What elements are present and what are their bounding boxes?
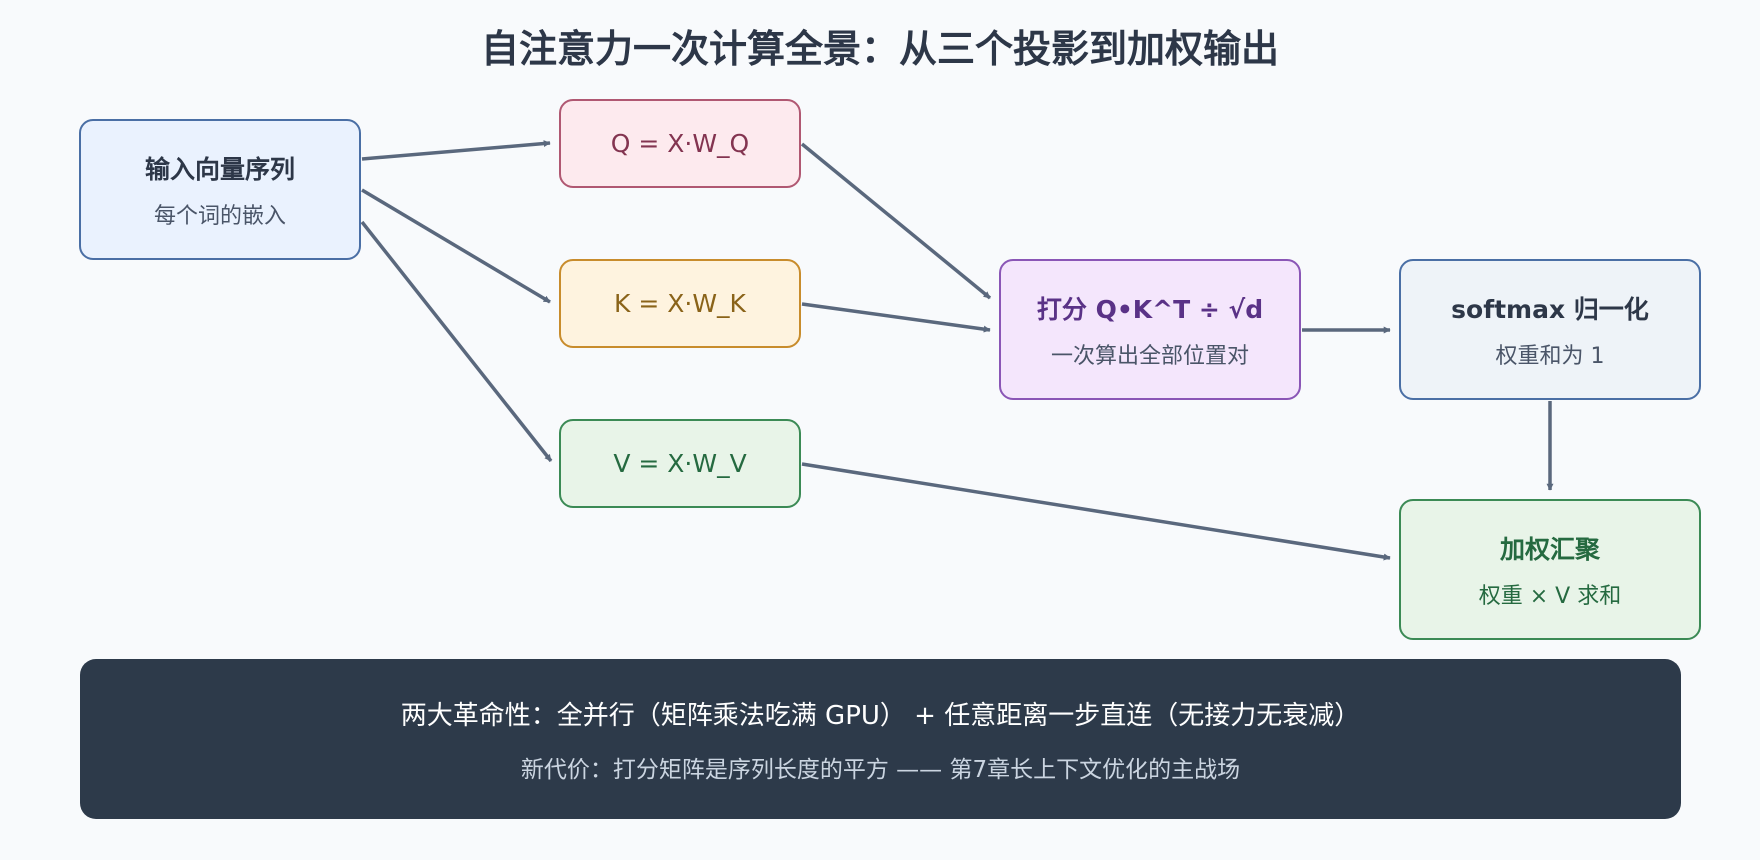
k-projection-label: K = X·W_K (614, 289, 746, 318)
weighted-sum-label: 加权汇聚 (1499, 534, 1600, 564)
arrow-k-to-score (801, 302, 991, 333)
v-projection-node: V = X·W_V (559, 419, 801, 508)
arrow-q-to-score (800, 142, 992, 300)
arrow-input-to-k (361, 188, 551, 304)
weighted-sum-sub: 权重 × V 求和 (1478, 583, 1622, 609)
input-vectors-sub: 每个词的嵌入 (153, 203, 286, 229)
diagram-title: 自注意力一次计算全景：从三个投影到加权输出 (480, 27, 1279, 71)
k-projection-node: K = X·W_K (559, 259, 801, 348)
score-sub: 一次算出全部位置对 (1050, 343, 1249, 369)
input-vectors-node: 输入向量序列 每个词的嵌入 (79, 119, 361, 260)
summary-line-1: 两大革命性：全并行（矩阵乘法吃满 GPU） + 任意距离一步直连（无接力无衰减） (400, 700, 1361, 731)
q-projection-node: Q = X·W_Q (559, 99, 801, 188)
summary-banner: 两大革命性：全并行（矩阵乘法吃满 GPU） + 任意距离一步直连（无接力无衰减）… (80, 659, 1681, 819)
q-projection-label: Q = X·W_Q (610, 129, 750, 158)
input-vectors-label: 输入向量序列 (144, 154, 295, 184)
softmax-label: softmax 归一化 (1451, 294, 1649, 324)
score-node: 打分 Q•K^T ÷ √d 一次算出全部位置对 (999, 259, 1301, 400)
summary-line-2: 新代价：打分矩阵是序列长度的平方 —— 第7章长上下文优化的主战场 (520, 756, 1241, 783)
softmax-sub: 权重和为 1 (1495, 343, 1605, 369)
arrow-input-to-v (360, 220, 553, 463)
arrow-input-to-q (361, 140, 551, 161)
v-projection-label: V = X·W_V (613, 449, 747, 478)
score-label: 打分 Q•K^T ÷ √d (1036, 294, 1264, 324)
softmax-node: softmax 归一化 权重和为 1 (1399, 259, 1701, 400)
weighted-sum-node: 加权汇聚 权重 × V 求和 (1399, 499, 1701, 640)
arrow-v-to-sum (801, 462, 1391, 561)
